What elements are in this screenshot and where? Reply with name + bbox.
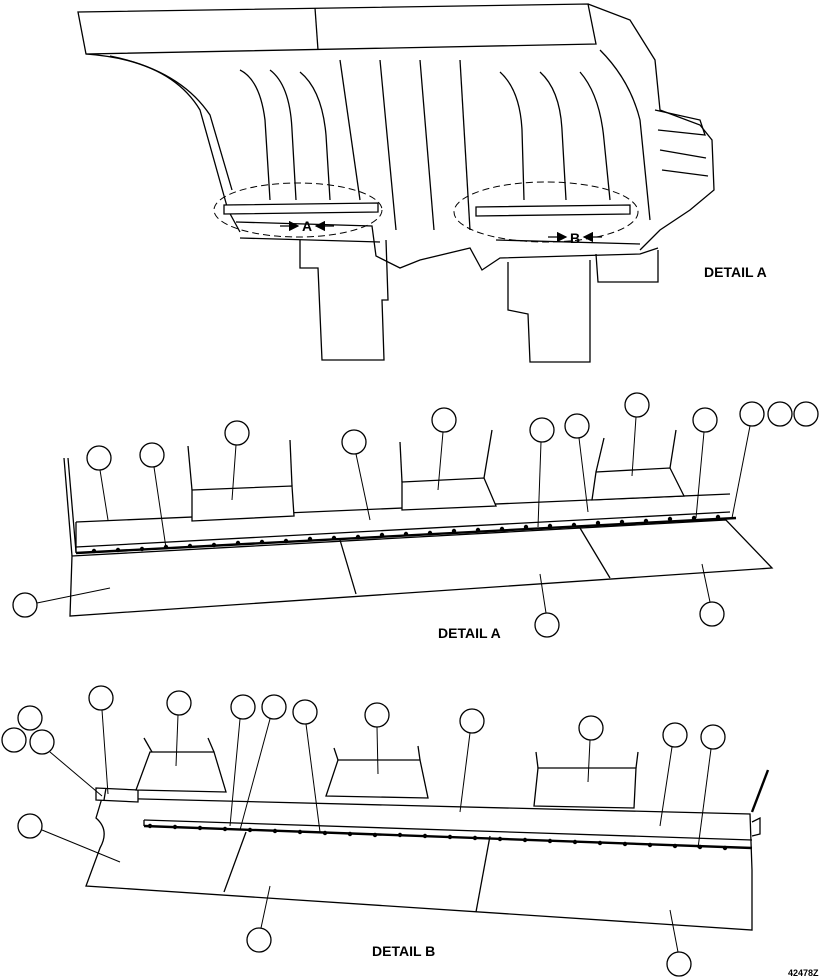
detail-b-callouts — [1, 685, 726, 977]
marker-a-label: A — [302, 218, 312, 234]
rivet-row-b — [147, 823, 728, 851]
detail-a-callouts — [12, 392, 819, 638]
detail-a-assembly — [12, 392, 819, 638]
overview-assembly: A B — [77, 3, 715, 363]
rivet-row-a — [91, 514, 721, 554]
top-detail-title: DETAIL A — [704, 264, 767, 280]
bottom-detail-title: DETAIL B — [372, 943, 435, 959]
marker-b-label: B — [570, 230, 580, 246]
detail-b-assembly — [1, 685, 770, 977]
middle-detail-title: DETAIL A — [438, 625, 501, 641]
figure-code: 42478Z — [788, 968, 819, 978]
